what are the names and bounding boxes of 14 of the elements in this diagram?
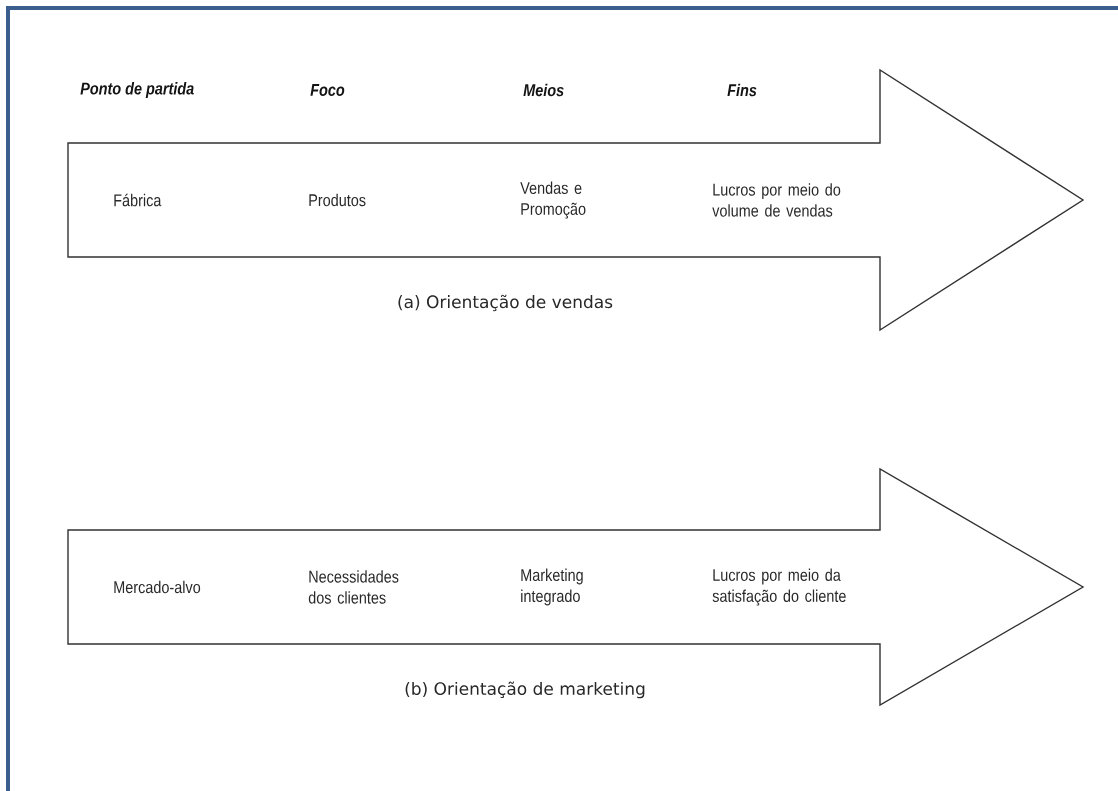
arrow-text: Mercado-alvo	[114, 580, 201, 594]
arrow-text: Vendas e Promoção	[520, 181, 586, 219]
arrow-text: Lucros por meio da satisfação do cliente	[712, 568, 846, 606]
node-label: (a) Orientação de vendas	[398, 294, 613, 312]
arrow-text: Fábrica	[114, 193, 162, 207]
node-label: (b) Orientação de marketing	[405, 681, 645, 699]
column-heading: Fins	[727, 83, 757, 97]
column-heading: Foco	[310, 84, 345, 96]
arrow-text: Produtos	[309, 193, 366, 207]
arrow-text: Marketing integrado	[521, 568, 583, 606]
arrow-text: Lucros por meio do volume de vendas	[712, 183, 841, 217]
column-heading: Meios	[523, 83, 564, 97]
column-heading: Ponto de partida	[80, 82, 194, 98]
arrow-text: Necessidades dos clientes	[308, 570, 399, 604]
